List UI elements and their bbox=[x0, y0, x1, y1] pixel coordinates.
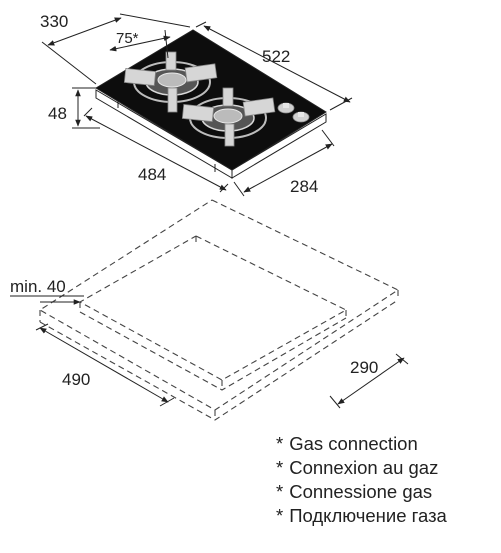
legend-marker: * bbox=[276, 505, 284, 526]
legend-text: Gas connection bbox=[289, 433, 418, 454]
cooktop bbox=[95, 29, 327, 179]
dim-top-depth: 330 bbox=[40, 12, 68, 31]
cutout-dimension-lines bbox=[10, 295, 409, 409]
dim-body-width: 484 bbox=[138, 165, 166, 184]
legend-text: Connexion au gaz bbox=[289, 457, 439, 478]
gas-connection-legend: *Gas connection *Connexion au gaz *Conne… bbox=[276, 432, 498, 528]
control-knobs bbox=[277, 102, 310, 123]
legend-item-it: *Connessione gas bbox=[276, 480, 498, 504]
dim-height: 48 bbox=[48, 104, 67, 123]
dim-top-width: 522 bbox=[262, 47, 290, 66]
dim-cutout-depth: 290 bbox=[350, 358, 378, 377]
legend-marker: * bbox=[276, 433, 284, 454]
dim-min-clearance: min. 40 bbox=[10, 277, 66, 296]
worktop-cutout bbox=[38, 199, 400, 421]
legend-text: Connessione gas bbox=[289, 481, 433, 502]
cooktop-dimension-lines bbox=[41, 13, 353, 197]
dim-body-depth: 284 bbox=[290, 177, 318, 196]
legend-item-ru: *Подключение газа bbox=[276, 504, 498, 528]
legend-text: Подключение газа bbox=[289, 505, 447, 526]
dim-gas-offset: 75* bbox=[116, 30, 139, 47]
legend-marker: * bbox=[276, 457, 284, 478]
burner-rear bbox=[123, 51, 218, 113]
legend-item-en: *Gas connection bbox=[276, 432, 498, 456]
dim-cutout-width: 490 bbox=[62, 370, 90, 389]
legend-item-fr: *Connexion au gaz bbox=[276, 456, 498, 480]
legend-marker: * bbox=[276, 481, 284, 502]
